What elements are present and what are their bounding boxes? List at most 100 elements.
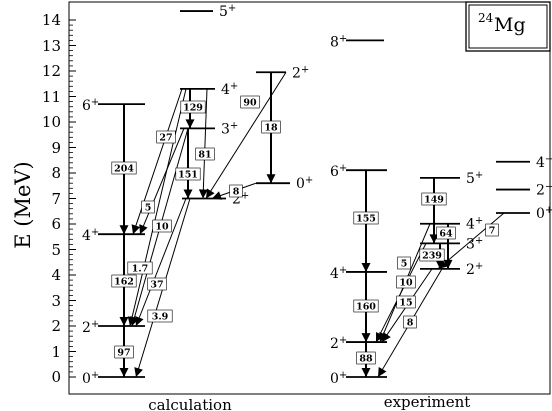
exp-transition-label-box — [396, 295, 416, 309]
calc-level-label: 4+ — [221, 81, 238, 98]
calc-transition-arrow — [139, 128, 185, 235]
level-labels: 0+2+4+6+2+3+4+5+0+2+0+2+4+6+8+2+3+4+5+0+… — [82, 3, 552, 387]
exp-level-label: 4+ — [330, 265, 347, 282]
y-tick-label: 3 — [51, 292, 61, 310]
exp-level-label: 2+ — [466, 261, 483, 278]
calc-transition-label: 27 — [159, 133, 172, 144]
exp-level-label: 4+ — [466, 216, 483, 233]
calc-level-label: 6+ — [82, 97, 99, 114]
calc-transition-label-box — [147, 309, 173, 323]
exp-level-label: 3+ — [466, 235, 483, 252]
calc-transition-label-box — [261, 120, 281, 134]
calc-level-label: 5+ — [219, 3, 236, 20]
y-tick-label: 2 — [51, 317, 61, 335]
calc-transition-label-box — [114, 345, 134, 359]
calc-transition-label: 18 — [264, 123, 278, 134]
y-tick-label: 11 — [42, 88, 61, 106]
calc-transition-label: 5 — [145, 203, 152, 214]
y-tick-label: 12 — [42, 62, 61, 80]
levels — [98, 10, 530, 378]
exp-transition-label: 149 — [424, 195, 444, 206]
calc-transition-label: 162 — [114, 277, 134, 288]
calc-level-label: 0+ — [296, 175, 313, 192]
exp-transition-label: 88 — [359, 354, 373, 365]
calc-transition-label-box — [152, 219, 172, 233]
exp-transition-label-box — [421, 192, 447, 206]
calc-transition-label: 81 — [198, 150, 211, 161]
calc-transition-arrow — [135, 198, 187, 327]
exp-transition-label-box — [353, 299, 379, 313]
exp-transition-label-box — [356, 351, 376, 365]
calc-transition-label: 8 — [233, 187, 240, 198]
calc-transition-label: 1.7 — [132, 264, 149, 275]
exp-level-label: 8+ — [330, 33, 347, 50]
y-tick-label: 14 — [42, 11, 61, 29]
calc-level-label: 0+ — [82, 370, 99, 387]
exp-transition-label-box — [436, 226, 456, 240]
calc-transition-label-box — [111, 274, 137, 288]
exp-transition-label: 239 — [422, 251, 442, 262]
calc-transition-label-box — [195, 147, 215, 161]
calc-transition-arrow — [127, 88, 187, 327]
exp-transition-label-box — [396, 275, 416, 289]
calc-transition-label-box — [141, 200, 155, 214]
calc-level-label: 4+ — [82, 227, 99, 244]
exp-transition-label-box — [485, 223, 499, 237]
exp-level-label: 5+ — [466, 170, 483, 187]
y-tick-label: 13 — [42, 37, 61, 55]
experiment-section-title: experiment — [384, 393, 471, 411]
calc-transition-label: 10 — [155, 222, 169, 233]
exp-transition-label: 160 — [356, 302, 376, 313]
nucleus-box-frame — [465, 1, 551, 52]
exp-transition-label-box — [353, 211, 379, 225]
calc-transition-label: 129 — [183, 103, 203, 114]
nucleus-symbol: Mg — [494, 14, 526, 36]
exp-level-label: 2+ — [330, 335, 347, 352]
nucleus-mass: 24 — [478, 11, 494, 25]
y-tick-label: 7 — [51, 190, 61, 208]
calc-transition-label-box — [229, 184, 243, 198]
exp-transition-label: 10 — [399, 278, 413, 289]
y-tick-label: 5 — [51, 241, 61, 259]
calc-level-label: 2+ — [82, 319, 99, 336]
calc-transition-label-box — [111, 161, 137, 175]
exp-transition-label-box — [403, 315, 417, 329]
calc-transition-label-box — [180, 100, 206, 114]
nucleus-box: 24 Mg — [465, 1, 551, 52]
y-tick-label: 10 — [42, 113, 61, 131]
exp-transition-label: 64 — [439, 229, 453, 240]
calc-transition-label: 3.9 — [152, 312, 169, 323]
y-tick-label: 4 — [51, 266, 61, 284]
y-tick-label: 8 — [51, 164, 61, 182]
calculation-section-title: calculation — [148, 396, 232, 411]
calc-transition-label: 37 — [150, 280, 163, 291]
y-tick-label: 9 — [51, 139, 61, 157]
calc-transition-label: 97 — [117, 348, 130, 359]
calc-transition-arrow — [131, 88, 183, 235]
exp-transition-label-box — [397, 256, 411, 270]
calc-level-label: 2+ — [292, 64, 309, 81]
plot-frame — [68, 1, 551, 395]
calc-transition-label-box — [240, 95, 260, 109]
calc-transition-label-box — [127, 261, 153, 275]
y-axis-ticks — [69, 19, 76, 378]
calc-transition-arrow — [205, 72, 287, 199]
calc-transition-label-box — [147, 277, 167, 291]
calc-transition-label: 151 — [178, 170, 198, 181]
exp-transition-label: 7 — [489, 226, 496, 237]
exp-transition-label: 15 — [399, 298, 412, 309]
exp-transition-label: 155 — [356, 214, 376, 225]
calc-transition-label-box — [156, 130, 176, 144]
exp-level-label: 0+ — [330, 370, 347, 387]
calc-transition-label: 90 — [243, 98, 257, 109]
calc-transition-label: 204 — [114, 164, 134, 175]
calc-level-label: 3+ — [221, 120, 238, 137]
y-axis-tick-labels: 0 1 2 3 4 5 6 7 8 9 10 11 12 13 14 — [42, 11, 61, 386]
calc-transition-arrow — [198, 88, 208, 199]
nucleus-box-inner — [468, 4, 548, 49]
exp-transition-label-box — [419, 248, 445, 262]
y-axis-title: E (MeV) — [11, 161, 35, 249]
calc-transition-label-box — [175, 167, 201, 181]
